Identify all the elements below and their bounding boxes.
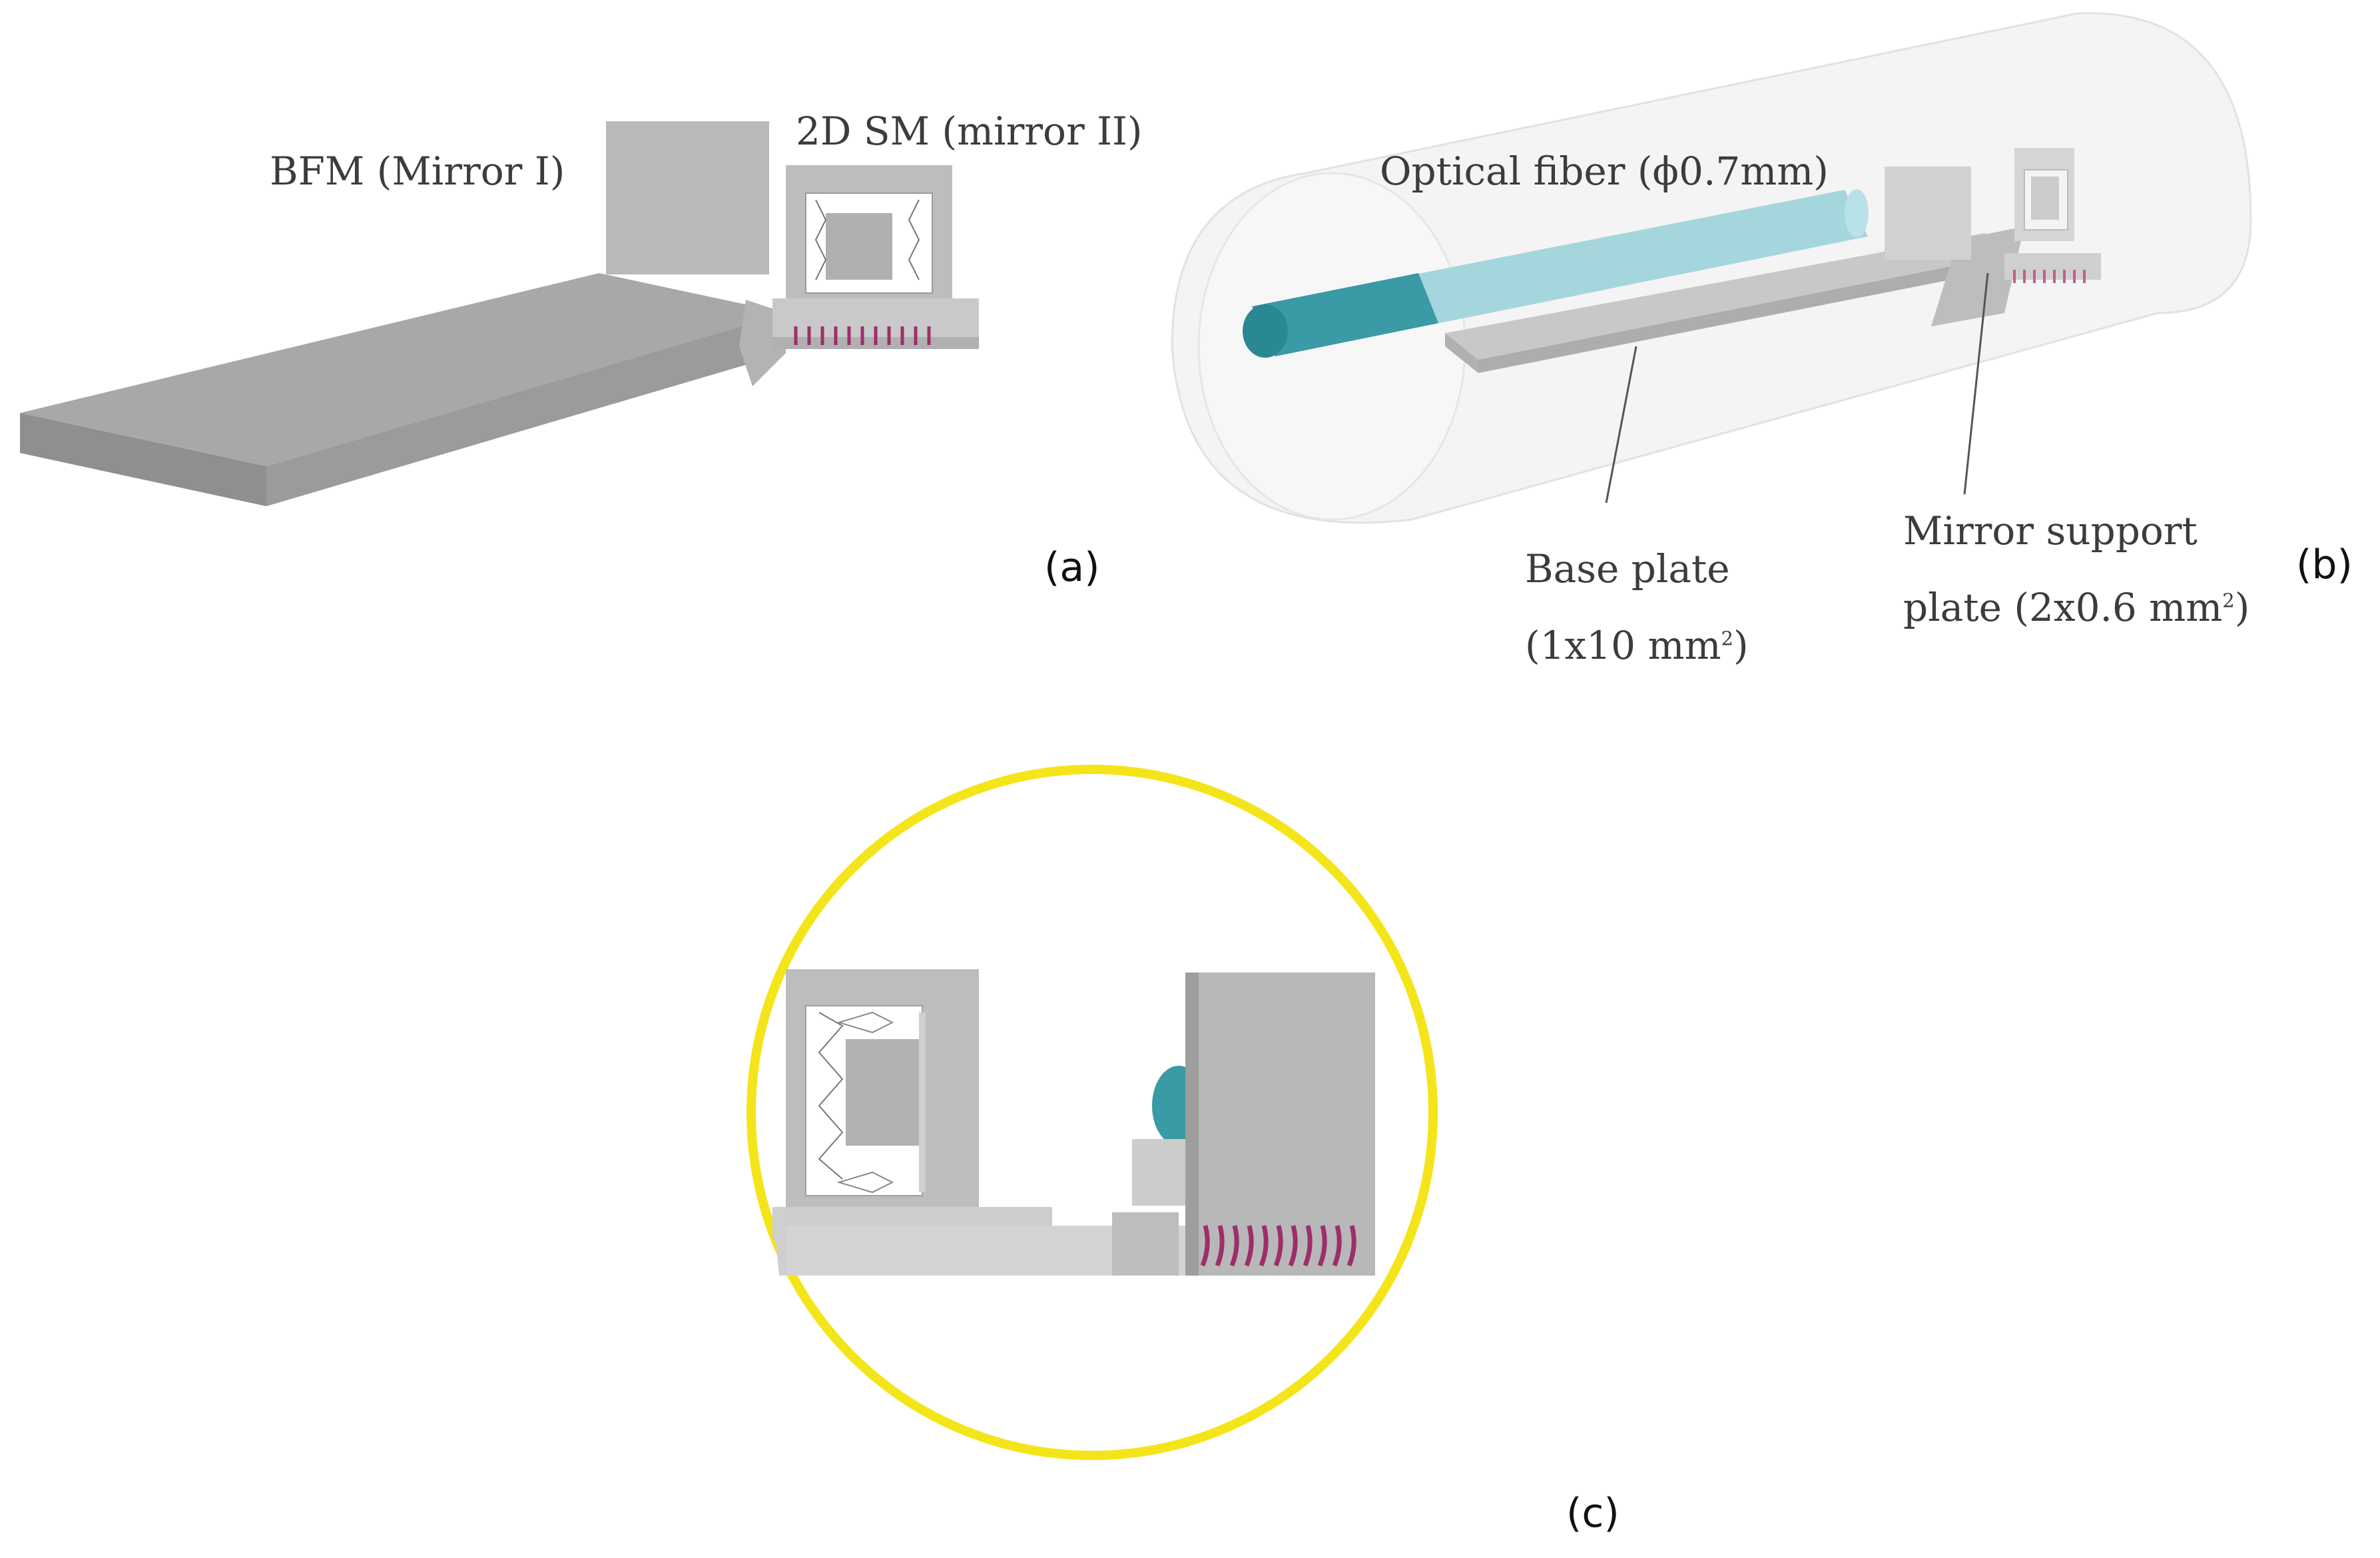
- fiber-end-face: [1243, 304, 1288, 358]
- mirror-ii-springs-c: [818, 1012, 844, 1180]
- bfm-plate-side: [266, 313, 786, 506]
- bfm-plate-front: [20, 413, 266, 506]
- tube-end: [1197, 172, 1466, 521]
- coil-c: [1200, 1225, 1356, 1267]
- label-base-plate-1: Base plate: [1525, 546, 1730, 591]
- label-optical-fiber: Optical fiber (ϕ0.7mm): [1380, 149, 1829, 194]
- panel-c-drawing: [746, 765, 1438, 1460]
- base-plate-top: [1445, 233, 2018, 360]
- mirror-ii-plate-c: [846, 1039, 919, 1146]
- caption-c: (c): [1566, 1490, 1620, 1537]
- label-mirror-support-1: Mirror support: [1903, 508, 2198, 554]
- caption-b: (b): [2296, 542, 2353, 588]
- base-plate-front: [1445, 333, 1478, 373]
- label-2d-sm: 2D SM (mirror II): [796, 109, 1143, 154]
- fiber-tip-section: [1252, 273, 1438, 356]
- leader-base-plate: [1605, 346, 1637, 504]
- bfm-plate-top: [20, 273, 786, 466]
- panel-a-drawing: [20, 121, 979, 506]
- coil-b: [2013, 270, 2086, 283]
- mirror-ii-plate: [826, 213, 892, 280]
- label-bfm: BFM (Mirror I): [270, 149, 565, 194]
- mirror-i-block: [606, 121, 769, 274]
- mirror-i-block-b: [1885, 167, 1971, 260]
- highlight-circle: [746, 765, 1438, 1460]
- label-base-plate-2: (1x10 mm2): [1525, 623, 1749, 668]
- panel-b-drawing: [1171, 12, 2252, 524]
- coil-a: [794, 326, 931, 345]
- mirror-i-block-c: [1185, 973, 1375, 1276]
- mirror-ii-springs: [814, 199, 827, 280]
- label-mirror-support-2: plate (2x0.6 mm2): [1903, 585, 2250, 630]
- caption-a: (a): [1044, 544, 1100, 591]
- leader-support-plate: [1963, 272, 1989, 495]
